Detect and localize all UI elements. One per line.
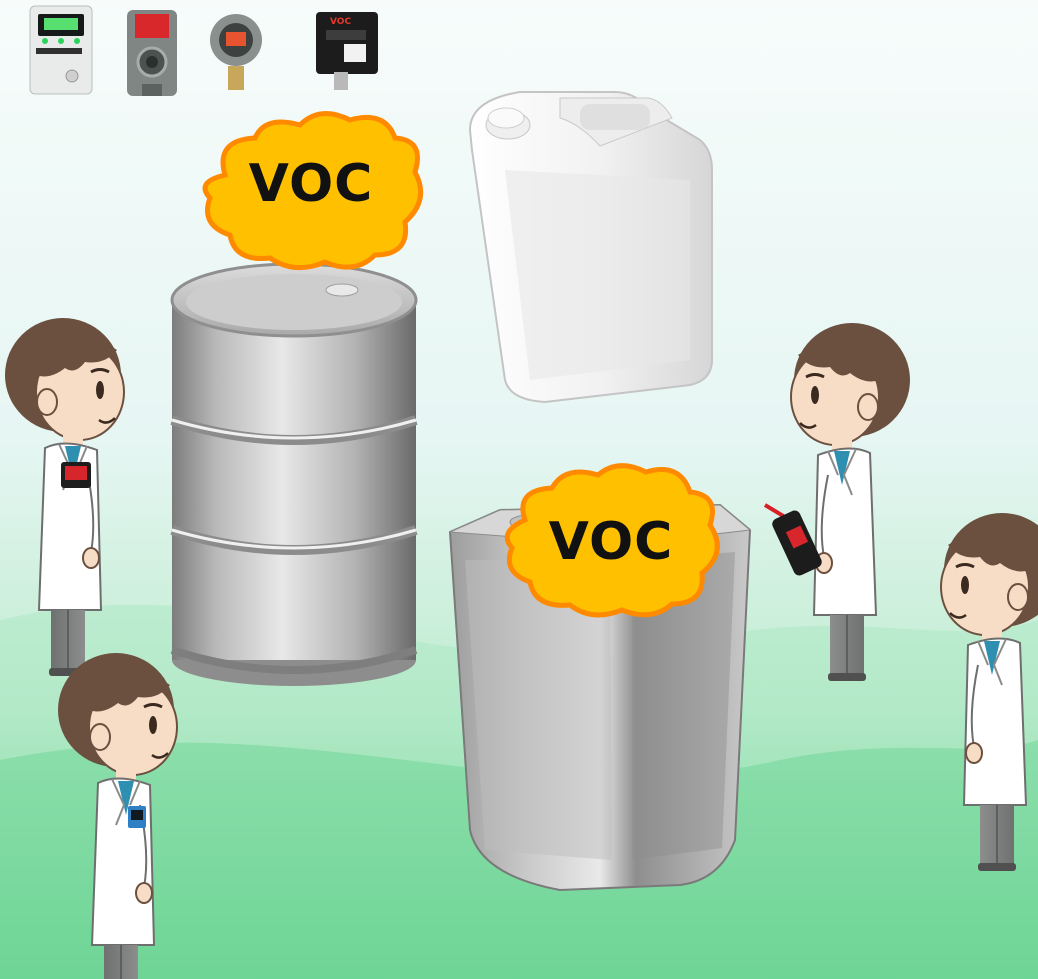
fixed-gas-monitor-icon <box>29 5 93 95</box>
scientist-figure-icon <box>3 316 126 678</box>
scientist-figure-icon <box>56 651 179 979</box>
voc-cloud-bottom <box>504 463 720 618</box>
svg-text:VOC: VOC <box>330 17 351 27</box>
voc-label-bottom: VOC <box>548 512 674 572</box>
portable-gas-detector-icon <box>61 462 91 488</box>
voc-cloud-top <box>202 111 424 271</box>
round-explosion-proof-detector-icon <box>210 14 262 90</box>
voc-monitor-icon: VOC <box>316 12 378 90</box>
voc-label-top: VOC <box>248 154 374 214</box>
plastic-jerry-can-icon <box>468 91 713 404</box>
scientist-figure-icon <box>763 323 910 681</box>
steel-drum-icon <box>170 262 418 686</box>
handheld-gas-detector-icon <box>763 503 822 576</box>
explosion-proof-detector-icon <box>127 10 177 96</box>
badge-gas-monitor-icon <box>128 806 146 828</box>
